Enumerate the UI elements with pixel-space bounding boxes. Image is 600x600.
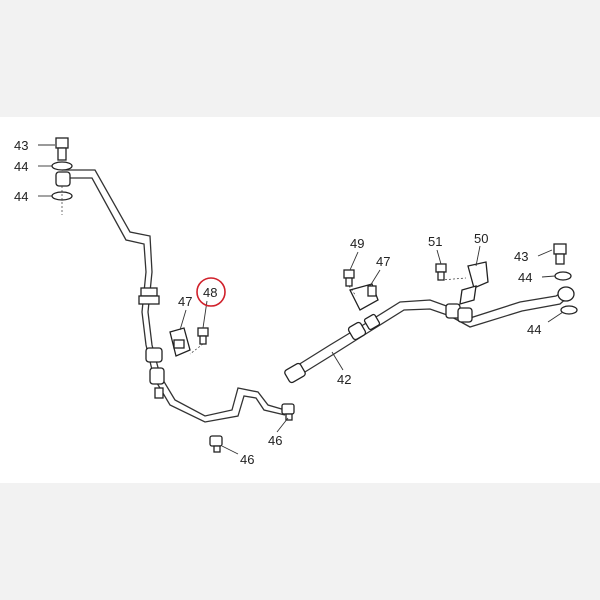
- leader-lines: [38, 144, 564, 455]
- callout-42: 42: [337, 372, 351, 387]
- bolt-49: [343, 269, 357, 297]
- callout-43-top-left: 43: [14, 138, 28, 153]
- main-brake-hose: [289, 289, 570, 381]
- callout-44-right-1: 44: [518, 270, 532, 285]
- hose-fitting-center: [284, 313, 381, 384]
- callout-44-right-2: 44: [527, 322, 541, 337]
- bolt-48: [189, 327, 209, 355]
- callout-46-right: 46: [268, 433, 282, 448]
- hose-joint-upper: [138, 287, 160, 305]
- bracket-center: [349, 283, 379, 311]
- hose-joint-lower: [145, 347, 165, 399]
- callout-49: 49: [350, 236, 364, 251]
- callout-44-top-left-1: 44: [14, 159, 28, 174]
- callout-46-left: 46: [240, 452, 254, 467]
- callout-44-top-left-2: 44: [14, 189, 28, 204]
- bracket-left: [169, 327, 191, 357]
- hose-fitting-right: [445, 303, 473, 323]
- highlight-circle: [196, 277, 226, 307]
- bracket-right: [459, 261, 489, 305]
- left-brake-pipe: [62, 169, 286, 423]
- banjo-bolt-top-left: [51, 137, 73, 215]
- callout-43-right: 43: [514, 249, 528, 264]
- callout-47-center: 47: [376, 254, 390, 269]
- callout-50: 50: [474, 231, 488, 246]
- banjo-bolt-right: [553, 243, 578, 315]
- callout-47-left: 47: [178, 294, 192, 309]
- clip-46-right: [281, 403, 295, 421]
- callout-51: 51: [428, 234, 442, 249]
- callout-labels: 43 44 44 47 48 49 47 51 50 43 44 44 42 4…: [14, 138, 541, 467]
- clip-46-left: [209, 435, 223, 453]
- bolt-51: [435, 263, 467, 281]
- callout-48: 48: [203, 285, 217, 300]
